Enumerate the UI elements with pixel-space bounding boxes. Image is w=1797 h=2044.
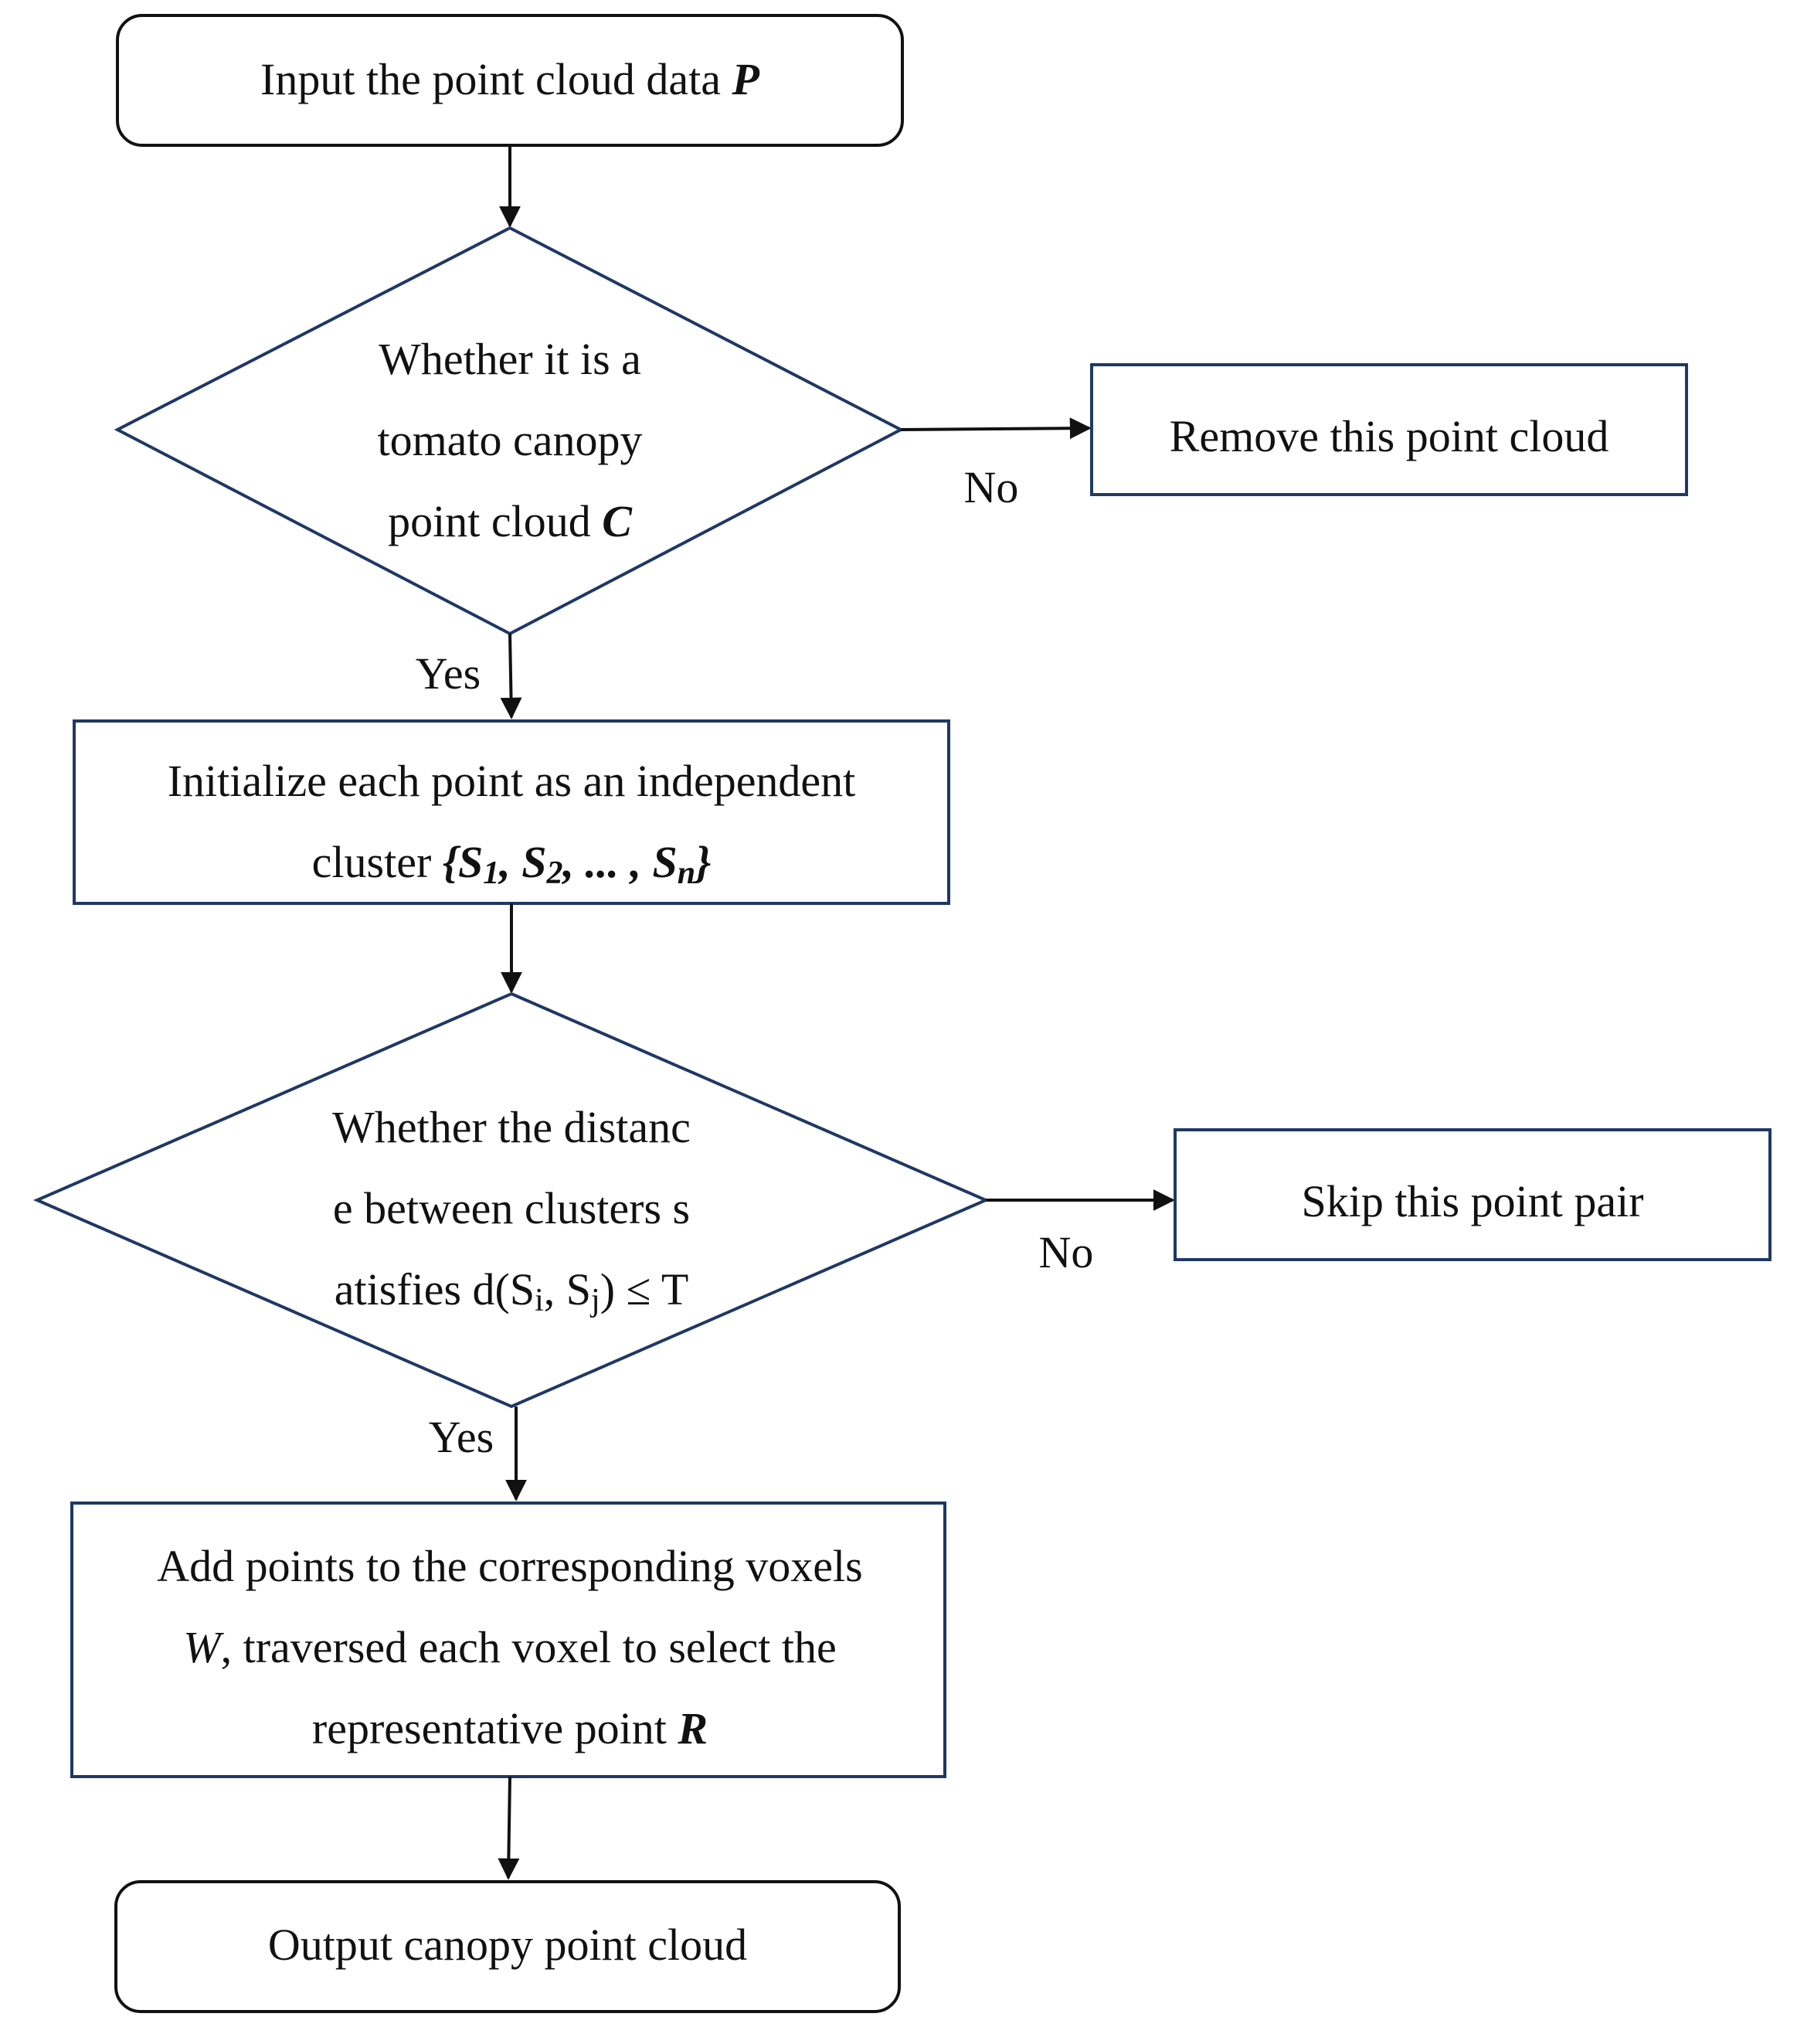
decision2-line1: Whether the distanc bbox=[332, 1102, 691, 1152]
init-node-line1: Initialize each point as an independent bbox=[168, 756, 856, 806]
end-node-shape bbox=[114, 1880, 901, 2013]
voxel-node-line3: representative point R bbox=[312, 1703, 708, 1753]
edge-decision2-no-label: No bbox=[1039, 1227, 1094, 1277]
voxel-node-line2: W, traversed each voxel to select the bbox=[183, 1622, 836, 1672]
decision1-node: Whether it is a tomato canopy point clou… bbox=[114, 226, 905, 636]
edge-decision1-no-label: No bbox=[964, 462, 1019, 512]
voxel-node-line1: Add points to the corresponding voxels bbox=[157, 1541, 862, 1591]
start-node-label: Input the point cloud data P bbox=[260, 54, 759, 104]
decision1-line2: tomato canopy bbox=[377, 415, 642, 465]
init-node: Initialize each point as an independent … bbox=[73, 719, 950, 905]
init-node-line2: cluster {S1, S2, ... , Sn} bbox=[312, 837, 712, 891]
decision2-line3: atisfies d(Si, Sj) ≤ T bbox=[335, 1264, 689, 1318]
edge-decision1-no bbox=[900, 417, 1092, 440]
edge-voxel-to-end bbox=[498, 1776, 520, 1880]
init-node-shape bbox=[73, 719, 950, 905]
edge-decision2-yes-label: Yes bbox=[429, 1412, 494, 1462]
remove-node: Remove this point cloud bbox=[1090, 363, 1688, 496]
remove-node-shape bbox=[1090, 363, 1688, 496]
skip-node: Skip this point pair bbox=[1174, 1128, 1772, 1261]
skip-node-label: Skip this point pair bbox=[1301, 1176, 1643, 1226]
end-node-label: Output canopy point cloud bbox=[268, 1920, 747, 1970]
decision2-line2: e between clusters s bbox=[333, 1183, 690, 1233]
decision2-node: Whether the distanc e between clusters s… bbox=[32, 991, 990, 1409]
remove-node-label: Remove this point cloud bbox=[1170, 411, 1609, 461]
skip-node-shape bbox=[1174, 1128, 1772, 1261]
edge-decision1-yes bbox=[500, 633, 522, 719]
decision1-line1: Whether it is a bbox=[379, 334, 641, 384]
decision2-shape bbox=[32, 991, 990, 1409]
voxel-node: Add points to the corresponding voxels W… bbox=[70, 1502, 946, 1778]
decision1-line3: point cloud C bbox=[388, 496, 633, 546]
edge-decision1-yes-label: Yes bbox=[416, 648, 481, 699]
end-node: Output canopy point cloud bbox=[114, 1880, 901, 2013]
start-node: Input the point cloud data P bbox=[116, 14, 904, 147]
